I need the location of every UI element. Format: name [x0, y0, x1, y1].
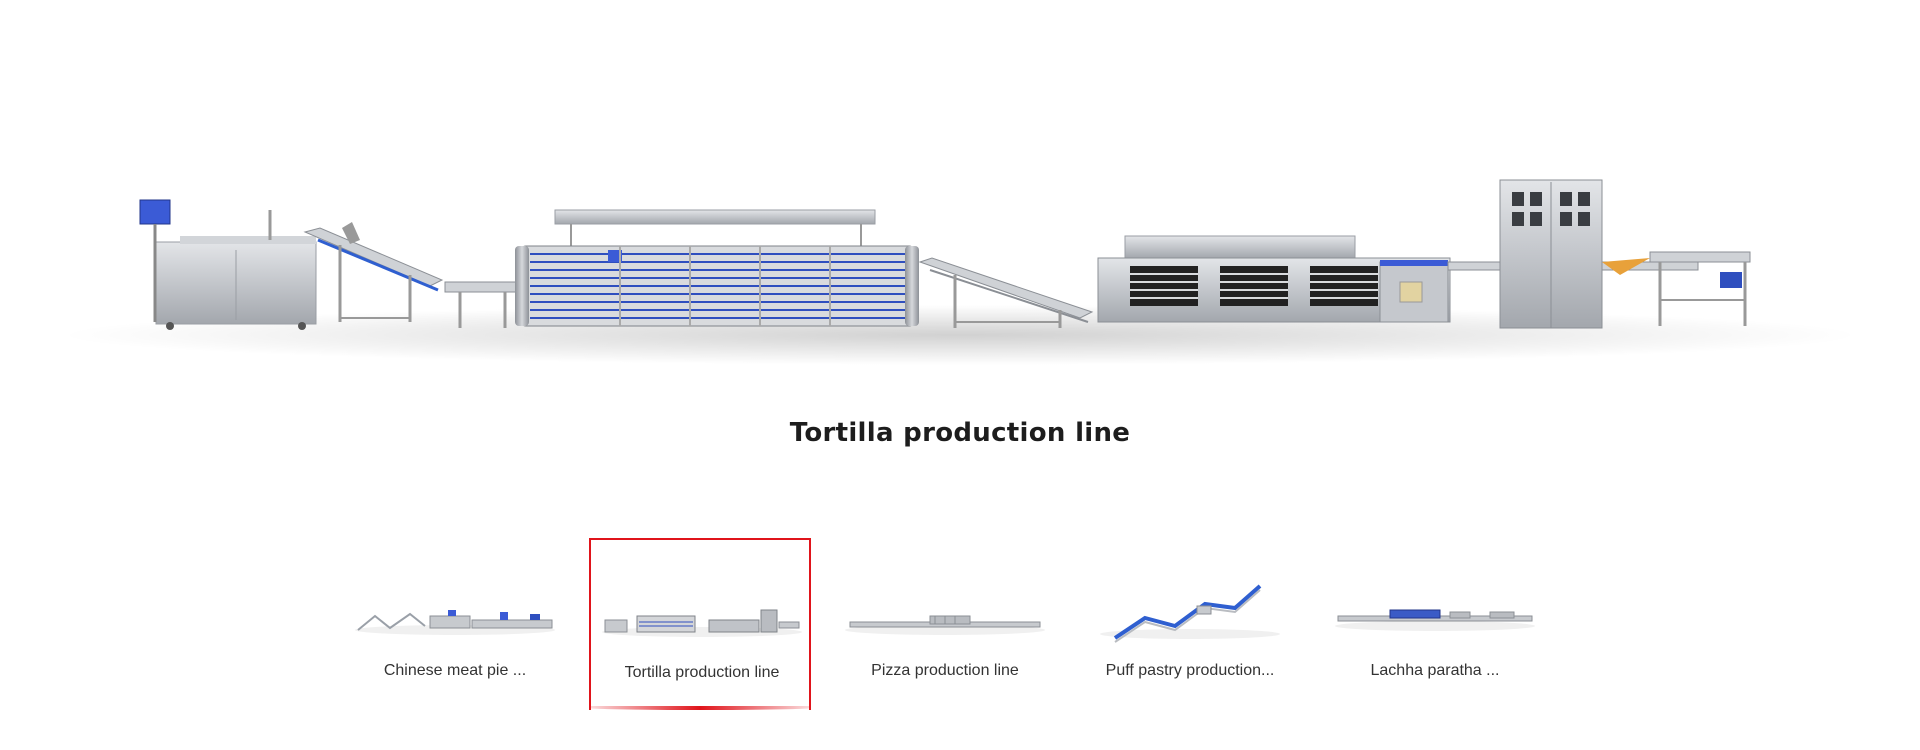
thumbnail-lachha-paratha[interactable]: Lachha paratha ...	[1324, 538, 1546, 710]
product-thumbnail-list: Chinese meat pie ... Tortilla production…	[344, 538, 1564, 710]
thumbnail-label: Puff pastry production...	[1105, 662, 1275, 679]
pizza-line-image	[840, 568, 1050, 648]
thumbnail-pizza[interactable]: Pizza production line	[834, 538, 1056, 710]
thumbnail-label: Tortilla production line	[624, 664, 780, 681]
page-title: Tortilla production line	[789, 418, 1131, 448]
thumbnail-chinese-meat-pie[interactable]: Chinese meat pie ...	[344, 538, 566, 710]
tortilla-line-image	[597, 570, 807, 650]
production-line-machine-image	[60, 179, 1860, 365]
puff-pastry-line-image	[1085, 568, 1295, 648]
thumbnail-puff-pastry[interactable]: Puff pastry production...	[1079, 538, 1301, 710]
thumbnail-label: Chinese meat pie ...	[383, 662, 527, 679]
chinese-meat-pie-line-image	[350, 568, 560, 648]
thumbnail-label: Lachha paratha ...	[1370, 662, 1500, 679]
thumbnail-label: Pizza production line	[871, 662, 1019, 679]
lachha-paratha-line-image	[1330, 568, 1540, 648]
thumbnail-tortilla[interactable]: Tortilla production line	[589, 538, 811, 710]
